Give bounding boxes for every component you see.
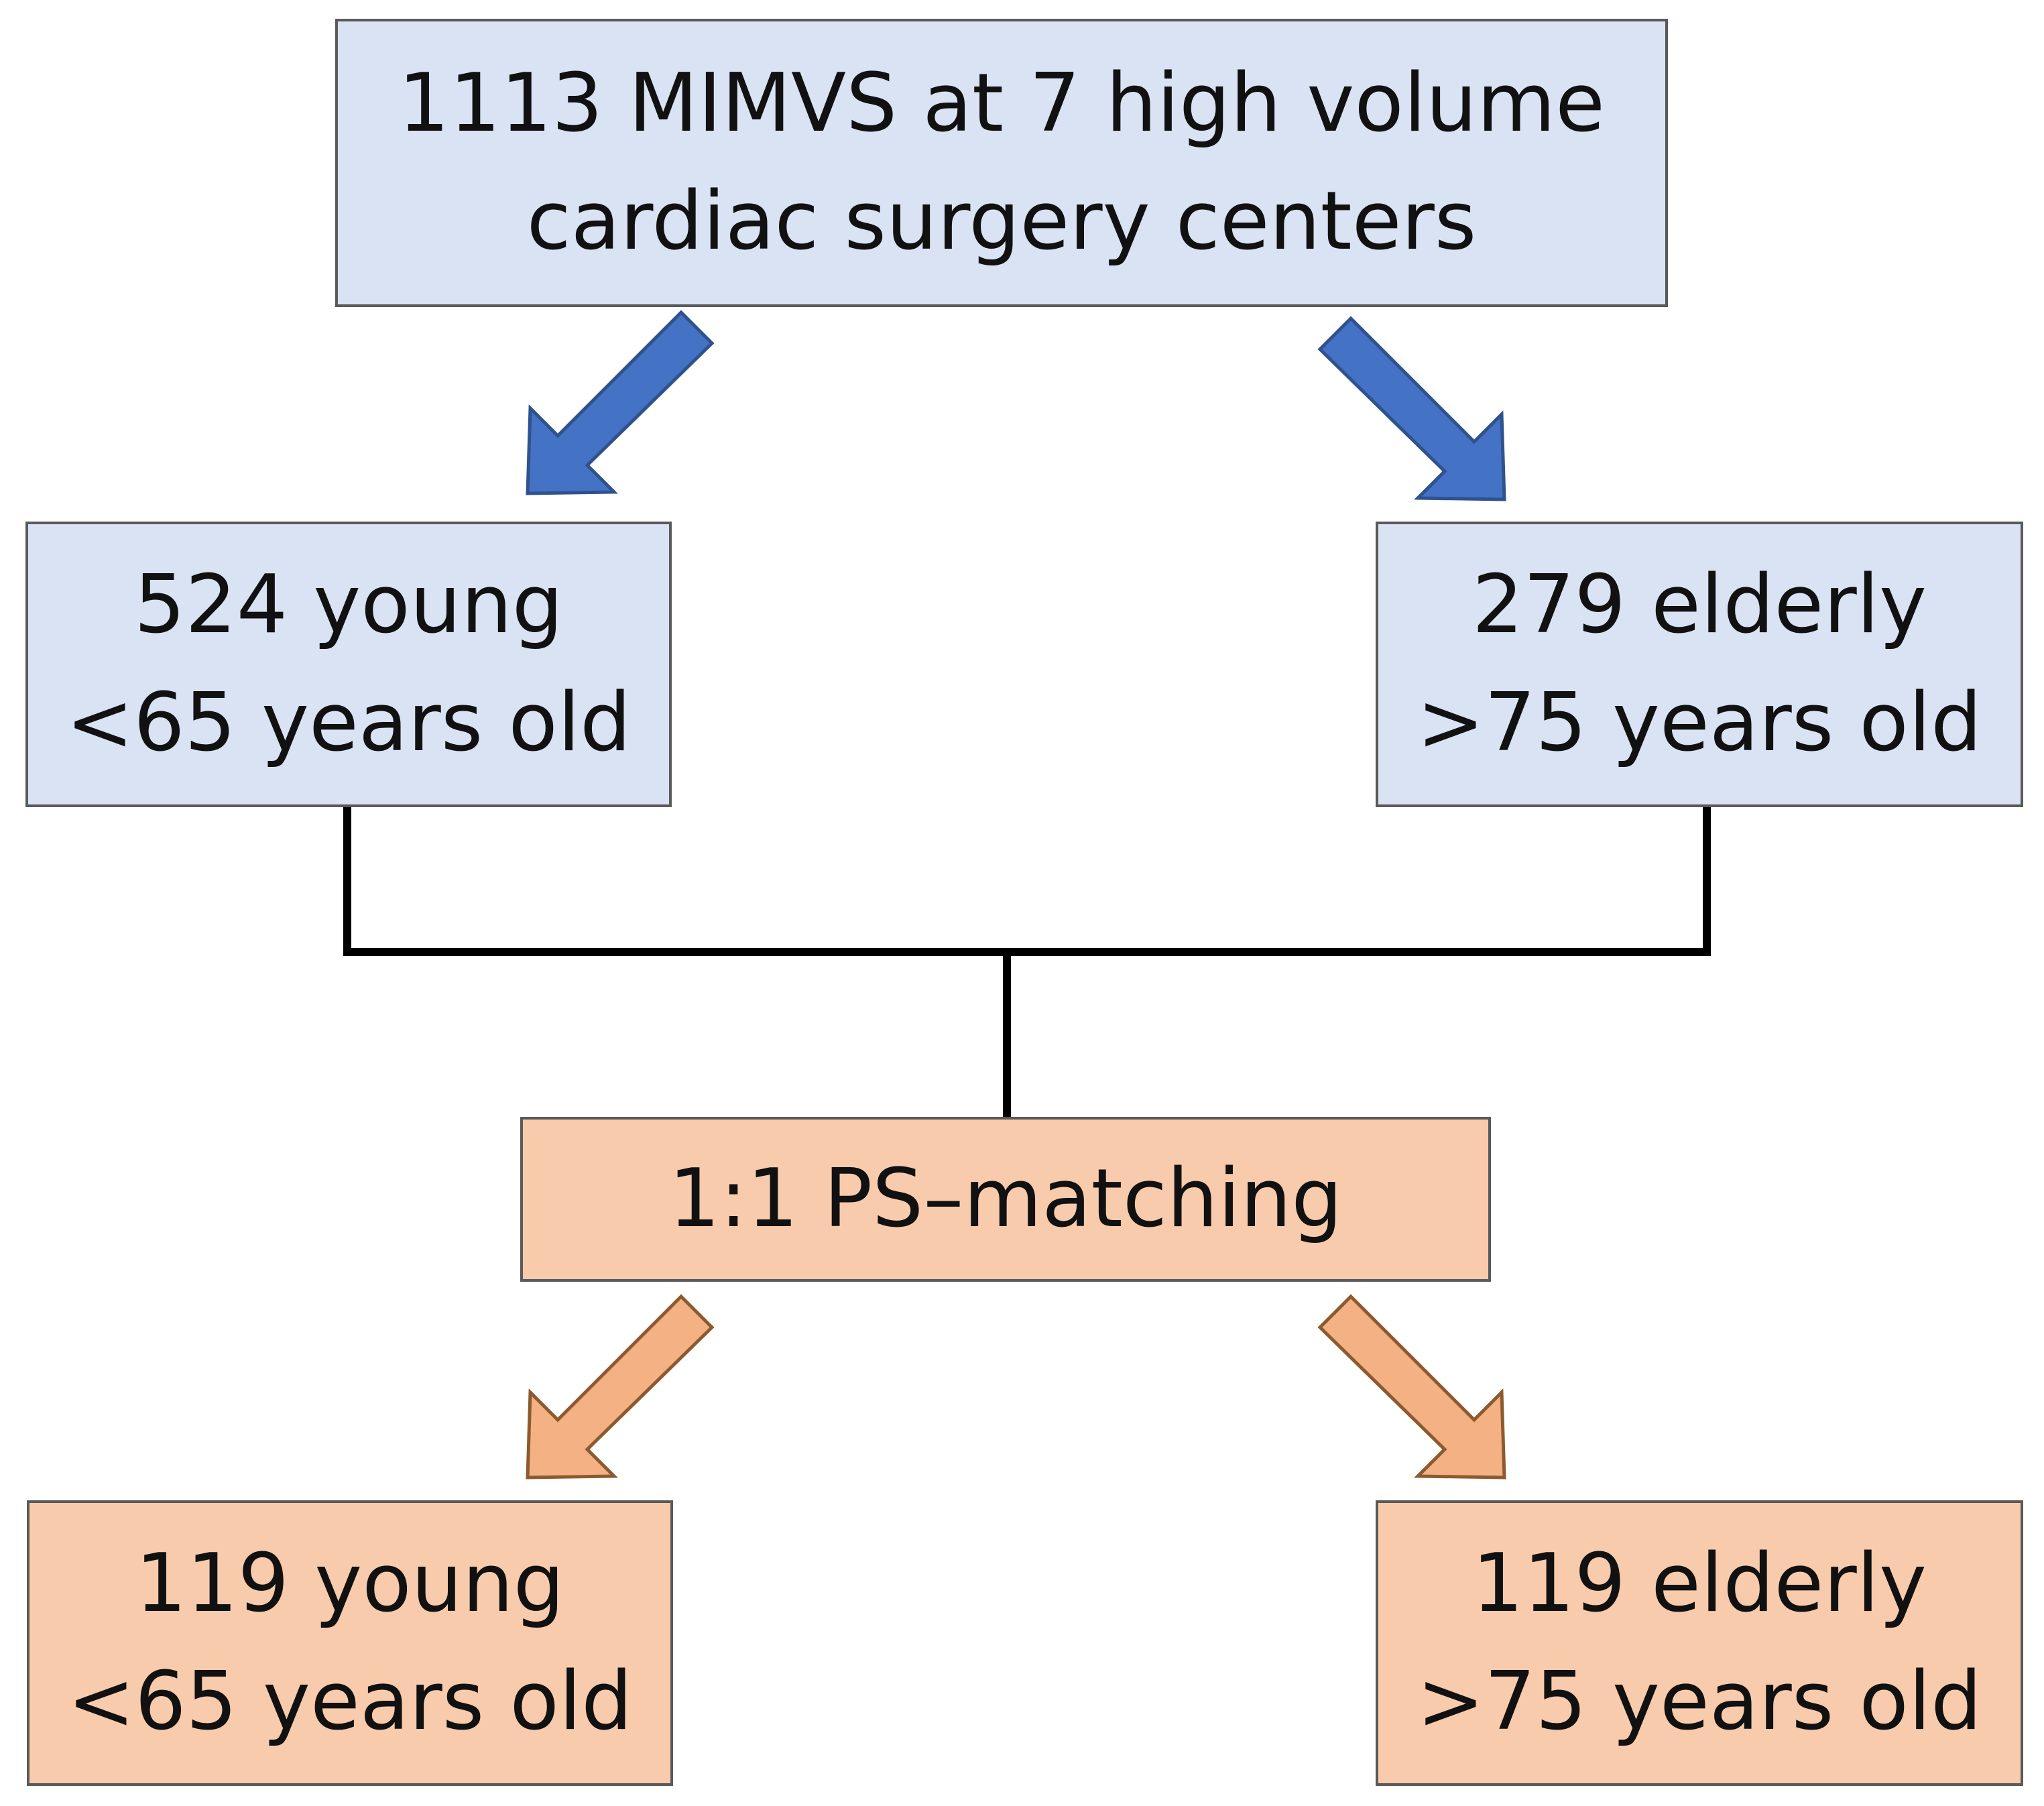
matched-young-line1: 119 young	[135, 1537, 564, 1630]
matched-elderly-line1: 119 elderly	[1471, 1537, 1927, 1630]
matched-young-line2: <65 years old	[67, 1655, 633, 1748]
blue-arrow-left	[526, 310, 715, 495]
total-cohort-box: 1113 MIMVS at 7 high volume cardiac surg…	[335, 19, 1668, 307]
orange-arrow-left	[526, 1294, 715, 1480]
blue-arrow-right	[1317, 316, 1506, 501]
total-cohort-line2: cardiac surgery centers	[526, 175, 1477, 268]
matched-elderly-line2: >75 years old	[1417, 1655, 1982, 1748]
orange-arrow-right	[1317, 1294, 1506, 1480]
young-group-box: 524 young <65 years old	[25, 522, 672, 807]
matched-elderly-box: 119 elderly >75 years old	[1376, 1500, 2023, 1786]
bracket-connector	[343, 807, 1711, 1117]
matched-young-box: 119 young <65 years old	[27, 1500, 673, 1786]
total-cohort-line1: 1113 MIMVS at 7 high volume	[398, 57, 1605, 150]
elderly-group-line1: 279 elderly	[1471, 558, 1927, 652]
elderly-group-line2: >75 years old	[1417, 676, 1982, 770]
young-group-line2: <65 years old	[66, 676, 632, 770]
ps-matching-label: 1:1 PS–matching	[668, 1152, 1343, 1246]
ps-matching-box: 1:1 PS–matching	[520, 1117, 1491, 1282]
elderly-group-box: 279 elderly >75 years old	[1376, 522, 2023, 807]
young-group-line1: 524 young	[134, 558, 563, 652]
